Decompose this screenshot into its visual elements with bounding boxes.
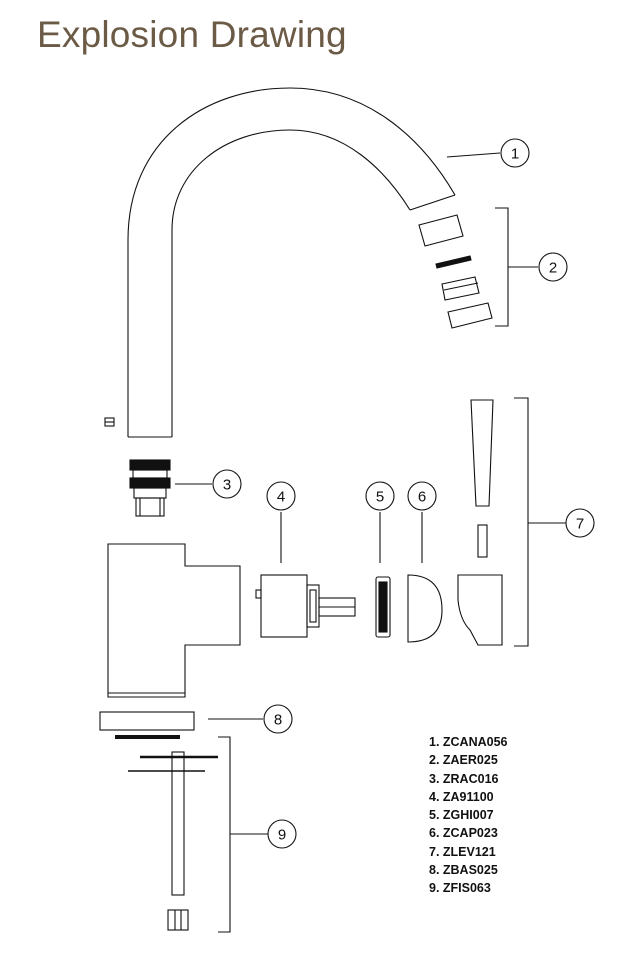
parts-list-item: 7. ZLEV121 [429, 844, 496, 859]
callout-4: 4 [277, 489, 285, 506]
parts-list-item: 3. ZRAC016 [429, 771, 499, 786]
part-body [107, 543, 241, 698]
callout-3: 3 [223, 477, 231, 494]
part-cap [407, 574, 443, 643]
part-connector [129, 459, 171, 517]
parts-list-item: 6. ZCAP023 [429, 826, 498, 841]
part-aerator [418, 214, 493, 329]
part-ring-nut [375, 576, 391, 638]
part-base [99, 711, 195, 739]
callout-1: 1 [511, 146, 519, 163]
parts-list-item: 5. ZGHI007 [429, 808, 494, 823]
callout-8: 8 [274, 712, 282, 729]
parts-list-item: 8. ZBAS025 [429, 863, 498, 878]
part-cartridge [255, 574, 356, 638]
callout-2: 2 [549, 260, 557, 277]
leader-lines [175, 152, 566, 933]
parts-list-item: 2. ZAER025 [429, 753, 498, 768]
callout-6: 6 [418, 489, 426, 506]
callout-7: 7 [576, 516, 584, 533]
part-fixing-kit [128, 751, 218, 931]
parts-list-item: 1. ZCANA056 [429, 735, 508, 749]
callout-circles [212, 138, 595, 849]
callout-9: 9 [278, 827, 286, 844]
callout-5: 5 [376, 489, 384, 506]
parts-list-item: 9. ZFIS063 [429, 881, 491, 896]
part-spout [104, 87, 456, 438]
page-title: Explosion Drawing [37, 14, 347, 55]
part-lever [457, 399, 503, 646]
parts-list: 1. ZCANA056 2. ZAER025 3. ZRAC016 4. ZA9… [429, 733, 508, 898]
parts-list-item: 4. ZA91100 [429, 789, 494, 804]
